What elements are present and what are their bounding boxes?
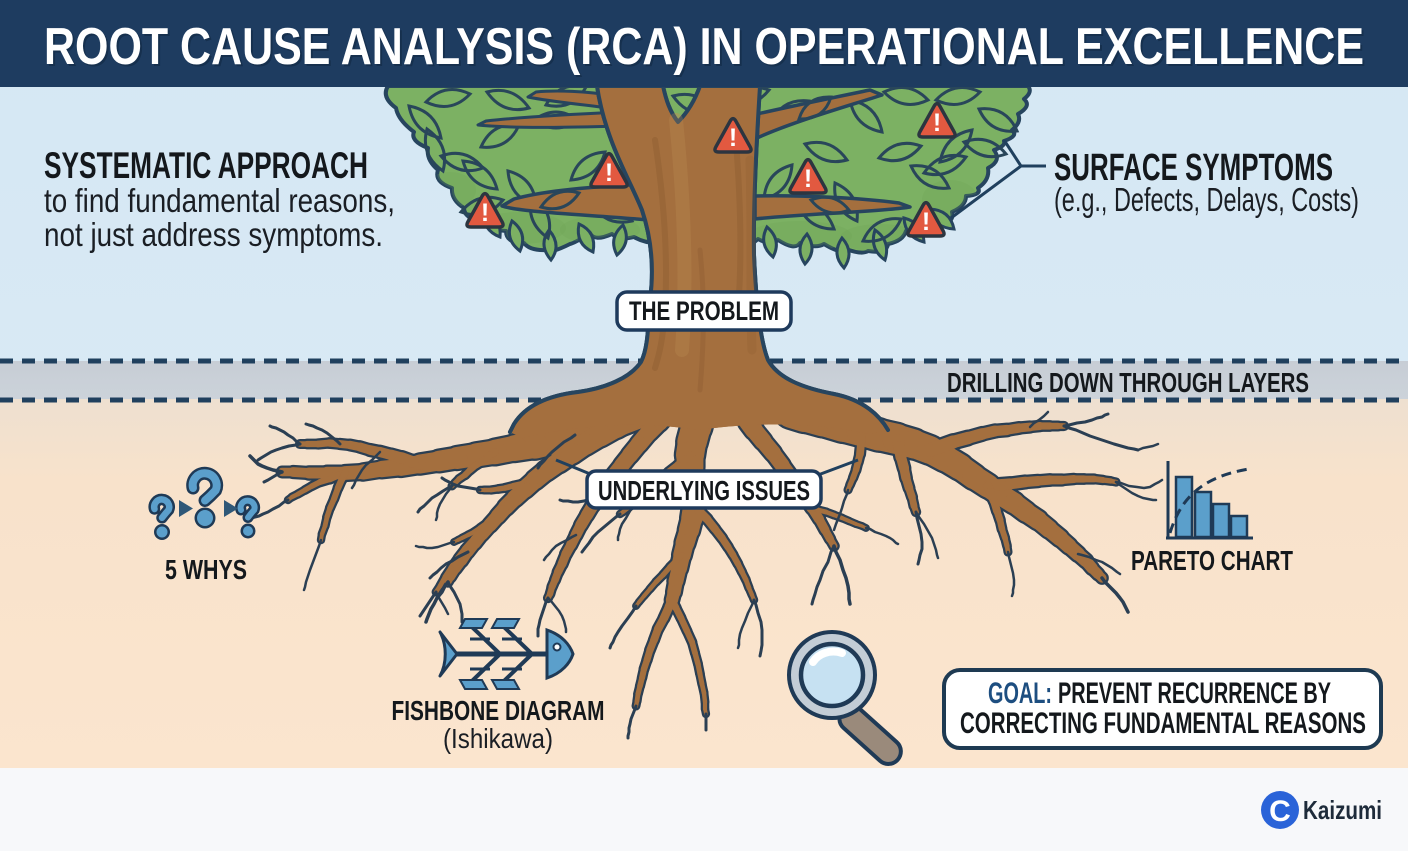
svg-text:UNDERLYING ISSUES: UNDERLYING ISSUES <box>598 475 810 506</box>
svg-text:!: ! <box>933 109 941 137</box>
svg-text:(e.g., Defects, Delays, Costs): (e.g., Defects, Delays, Costs) <box>1054 181 1359 218</box>
svg-text:THE PROBLEM: THE PROBLEM <box>629 296 779 326</box>
svg-text:Kaizumi: Kaizumi <box>1303 795 1382 825</box>
svg-text:C: C <box>1269 795 1291 828</box>
svg-text:5 WHYS: 5 WHYS <box>165 554 247 585</box>
svg-text:(Ishikawa): (Ishikawa) <box>443 723 553 754</box>
svg-text:ROOT CAUSE ANALYSIS (RCA) IN O: ROOT CAUSE ANALYSIS (RCA) IN OPERATIONAL… <box>44 18 1364 76</box>
svg-text:PARETO CHART: PARETO CHART <box>1131 545 1293 576</box>
svg-text:!: ! <box>804 165 812 193</box>
svg-text:not just address symptoms.: not just address symptoms. <box>44 216 383 253</box>
svg-text:SURFACE SYMPTOMS: SURFACE SYMPTOMS <box>1054 147 1333 189</box>
svg-text:DRILLING DOWN THROUGH LAYERS: DRILLING DOWN THROUGH LAYERS <box>947 367 1309 398</box>
svg-text:GOAL:: GOAL: <box>988 677 1052 710</box>
svg-text:!: ! <box>922 208 930 236</box>
svg-text:to find fundamental reasons,: to find fundamental reasons, <box>44 182 395 219</box>
svg-text:SYSTEMATIC APPROACH: SYSTEMATIC APPROACH <box>44 145 368 186</box>
svg-text:!: ! <box>729 124 737 152</box>
svg-text:!: ! <box>605 159 613 187</box>
svg-text:PREVENT RECURRENCE BY: PREVENT RECURRENCE BY <box>1058 677 1331 710</box>
svg-text:ROOT CAUSE ANALYSIS (RCA) IN O: ROOT CAUSE ANALYSIS (RCA) IN OPERATIONAL… <box>46 20 1366 78</box>
svg-text:FISHBONE DIAGRAM: FISHBONE DIAGRAM <box>392 695 605 726</box>
svg-text:!: ! <box>481 199 489 227</box>
svg-text:CORRECTING FUNDAMENTAL REASONS: CORRECTING FUNDAMENTAL REASONS <box>960 707 1366 740</box>
